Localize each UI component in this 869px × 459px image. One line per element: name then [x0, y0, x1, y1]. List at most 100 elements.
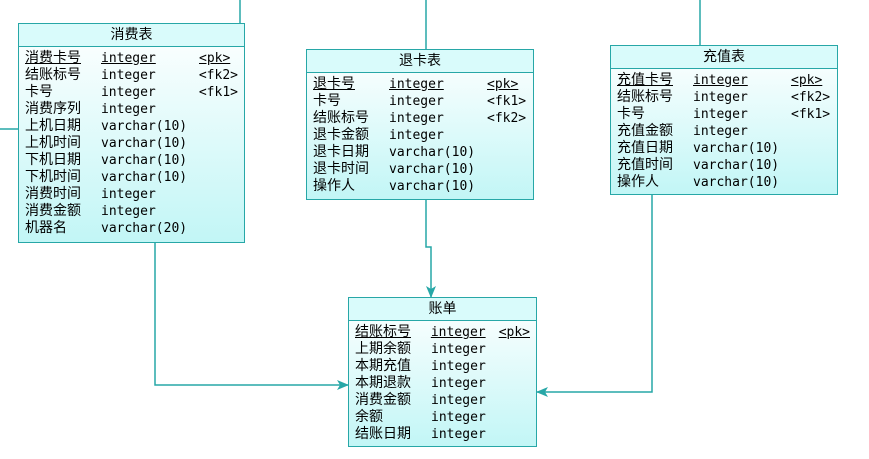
column-type: varchar(10) [389, 162, 476, 177]
column-row[interactable]: 下机日期 varchar(10) [25, 152, 238, 169]
column-row[interactable]: 退卡时间 varchar(10) [313, 161, 527, 178]
column-name: 消费时间 [25, 186, 81, 202]
column-name: 上机时间 [25, 135, 81, 151]
column-name: 消费卡号 [25, 50, 81, 66]
column-type: integer [431, 359, 486, 374]
column-row[interactable]: 操作人 varchar(10) [313, 178, 527, 195]
column-type: varchar(10) [693, 175, 780, 190]
column-type: varchar(10) [101, 170, 188, 185]
column-name: 充值日期 [617, 140, 673, 156]
column-type: integer [100, 85, 156, 100]
column-type: integer [100, 68, 156, 83]
column-key: <fk1> [198, 85, 238, 100]
column-type: integer [389, 111, 444, 126]
column-name: 结账标号 [25, 67, 81, 83]
column-type: varchar(10) [101, 153, 188, 168]
column-name: 机器名 [25, 220, 67, 236]
column-name: 退卡时间 [313, 161, 369, 177]
column-row[interactable]: 充值金额 integer [617, 123, 831, 140]
column-key: <fk2> [487, 111, 527, 126]
column-name: 下机日期 [25, 152, 81, 168]
column-type: varchar(20) [101, 221, 188, 236]
column-row[interactable]: 卡号 integer <fk1> [313, 93, 527, 110]
column-type: integer [101, 51, 156, 66]
column-list: 退卡号 integer <pk> 卡号 integer <fk1> 结账标号 integer <… [307, 73, 533, 195]
column-type: integer [389, 94, 444, 109]
column-name: 本期充值 [355, 358, 411, 374]
column-name: 充值金额 [617, 123, 673, 139]
column-row[interactable]: 下机时间 varchar(10) [25, 169, 238, 186]
column-name: 操作人 [313, 178, 355, 194]
column-name: 退卡日期 [313, 144, 369, 160]
column-type: integer [389, 128, 444, 143]
column-row[interactable]: 上机时间 varchar(10) [25, 135, 238, 152]
column-row[interactable]: 机器名 varchar(20) [25, 220, 238, 237]
column-name: 结账标号 [617, 89, 673, 105]
column-type: integer [693, 124, 748, 139]
column-name: 下机时间 [25, 169, 81, 185]
column-name: 消费金额 [25, 203, 81, 219]
column-type: integer [431, 342, 486, 357]
column-type: varchar(10) [389, 145, 476, 160]
column-type: integer [431, 376, 486, 391]
column-row[interactable]: 退卡日期 varchar(10) [313, 144, 527, 161]
column-key: <fk1> [487, 94, 527, 109]
column-name: 结账日期 [355, 426, 411, 442]
column-key: <fk2> [791, 90, 831, 105]
entity-title: 退卡表 [307, 50, 533, 73]
column-row[interactable]: 退卡金额 integer [313, 127, 527, 144]
column-name: 结账标号 [313, 110, 369, 126]
column-row[interactable]: 本期退款 integer [355, 375, 530, 392]
column-row[interactable]: 结账标号 integer <fk2> [617, 89, 831, 106]
column-name: 本期退款 [355, 375, 411, 391]
column-type: varchar(10) [101, 119, 188, 134]
column-type: integer [693, 90, 748, 105]
column-key: <pk> [487, 77, 519, 92]
column-row[interactable]: 结账标号 integer <fk2> [313, 110, 527, 127]
column-type: integer [389, 77, 444, 92]
column-name: 退卡金额 [313, 127, 369, 143]
column-row[interactable]: 结账标号 integer <fk2> [25, 67, 238, 84]
column-row[interactable]: 操作人 varchar(10) [617, 174, 831, 191]
column-row[interactable]: 消费序列 integer [25, 101, 238, 118]
column-name: 退卡号 [313, 76, 355, 92]
column-name: 操作人 [617, 174, 659, 190]
entity-tuika[interactable]: 退卡表退卡号 integer <pk> 卡号 integer <fk1> 结账标号 integ… [306, 49, 534, 200]
entity-title: 消费表 [19, 24, 244, 47]
column-type: varchar(10) [101, 136, 188, 151]
column-name: 充值时间 [617, 157, 673, 173]
entity-title: 账单 [349, 298, 536, 321]
column-name: 卡号 [313, 93, 341, 109]
connector-tuika-zhangdan [425, 200, 436, 298]
column-type: integer [430, 325, 486, 340]
column-name: 消费序列 [25, 101, 81, 117]
column-row[interactable]: 退卡号 integer <pk> [313, 76, 527, 93]
column-name: 消费金额 [355, 392, 411, 408]
column-row[interactable]: 本期充值 integer [355, 358, 530, 375]
column-type: integer [101, 102, 156, 117]
column-name: 充值卡号 [617, 72, 673, 88]
column-key: <fk2> [198, 68, 238, 83]
column-type: integer [693, 73, 748, 88]
column-type: varchar(10) [389, 179, 476, 194]
